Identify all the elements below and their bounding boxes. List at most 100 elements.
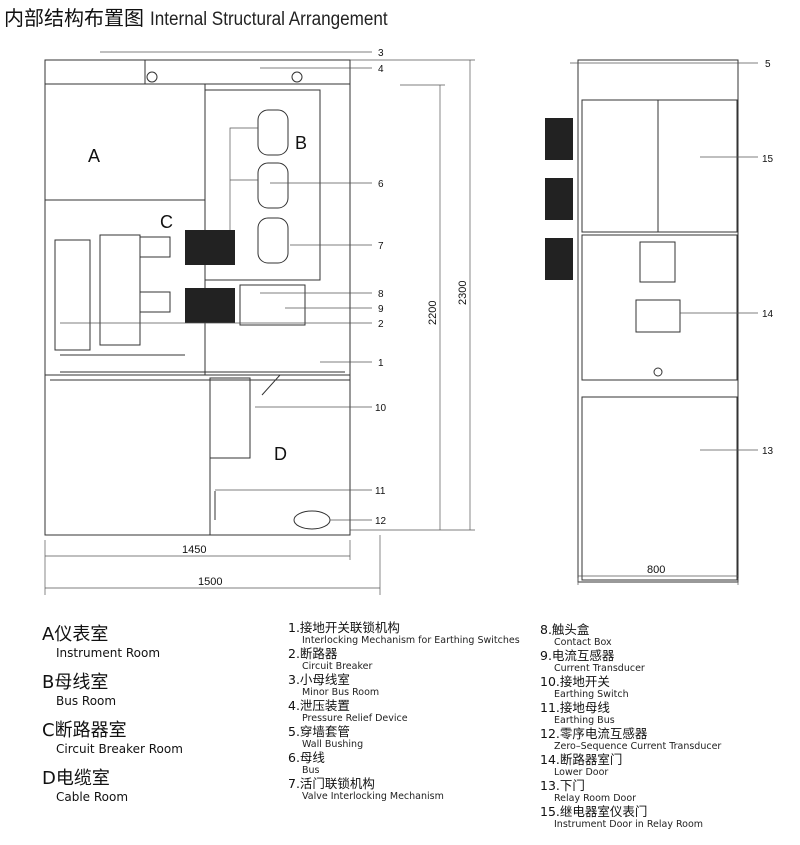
zone-D: D <box>274 444 287 464</box>
title-cn: 内部结构布置图 <box>4 6 144 30</box>
wall-bushings <box>545 118 573 280</box>
item-cn: 15.继电器室仪表门 <box>540 804 648 819</box>
bus-bar <box>257 162 289 209</box>
dim-1450: 1450 <box>182 544 206 556</box>
room-en: Instrument Room <box>56 646 161 660</box>
viewing-window <box>639 241 676 283</box>
item-cn: 9.电流互感器 <box>540 648 615 663</box>
circuit-breaker <box>99 234 141 346</box>
callout-15: 15 <box>762 154 774 165</box>
breaker-arm <box>139 291 171 313</box>
room-en: Bus Room <box>56 694 117 708</box>
callout-4: 4 <box>378 64 384 75</box>
cabinet-outline <box>44 59 351 536</box>
callout-11: 11 <box>375 486 386 497</box>
contact-box-top <box>185 230 235 265</box>
relief-bolt <box>291 71 303 83</box>
item-en: Contact Box <box>554 637 612 648</box>
contact-box-bottom <box>185 288 235 323</box>
item-en: Minor Bus Room <box>302 687 380 698</box>
dim-800: 800 <box>647 564 665 576</box>
breaker-truck <box>54 239 91 351</box>
dim-2300: 2300 <box>457 281 469 305</box>
room-cn: B母线室 <box>42 672 109 693</box>
item-cn: 11.接地母线 <box>540 700 610 715</box>
door-lock <box>653 367 663 377</box>
callout-13: 13 <box>762 446 774 457</box>
callout-12: 12 <box>375 516 387 527</box>
item-en: Wall Bushing <box>302 739 364 750</box>
bus-room-box <box>204 89 321 281</box>
viewing-window <box>635 299 681 333</box>
room-en: Cable Room <box>56 790 129 804</box>
minor-bus-room <box>44 59 146 85</box>
zone-C: C <box>160 212 173 232</box>
item-en: Bus <box>302 765 320 776</box>
item-en: Instrument Door in Relay Room <box>554 819 704 830</box>
room-cn: A仪表室 <box>42 624 109 645</box>
item-en: Pressure Relief Device <box>302 713 408 724</box>
callout-14: 14 <box>762 309 774 320</box>
earthing-switch <box>209 377 251 459</box>
door-14 <box>581 234 738 381</box>
current-transducer <box>239 284 306 326</box>
item-en: Relay Room Door <box>554 793 637 804</box>
item-en: Zero–Sequence Current Transducer <box>554 741 722 752</box>
item-cn: 14.断路器室门 <box>540 752 623 767</box>
item-en: Interlocking Mechanism for Earthing Swit… <box>302 635 520 646</box>
item-en: Valve Interlocking Mechanism <box>302 791 444 802</box>
breaker-arm <box>139 236 171 258</box>
item-cn: 2.断路器 <box>288 646 338 661</box>
zone-A: A <box>88 146 100 166</box>
item-en: Earthing Bus <box>554 715 615 726</box>
item-en: Lower Door <box>554 767 609 778</box>
title-en: Internal Structural Arrangement <box>150 9 388 30</box>
front-outline <box>577 59 739 583</box>
dim-1500: 1500 <box>198 576 222 588</box>
zone-B: B <box>295 133 307 153</box>
item-cn: 3.小母线室 <box>288 672 350 687</box>
relief-bolt <box>146 71 158 83</box>
callout-5: 5 <box>765 59 771 70</box>
item-cn: 5.穿墙套管 <box>288 724 350 739</box>
bus-bar <box>257 109 289 156</box>
callout-8: 8 <box>378 289 384 300</box>
bus-bar <box>257 217 289 264</box>
door-13 <box>581 396 738 581</box>
item-cn: 4.泄压装置 <box>288 698 350 713</box>
item-cn: 6.母线 <box>288 750 325 765</box>
callout-3: 3 <box>378 48 384 59</box>
callout-9: 9 <box>378 304 384 315</box>
callout-1: 1 <box>378 358 384 369</box>
item-en: Earthing Switch <box>554 689 629 700</box>
side-view: A B C D 3 4 6 7 8 9 2 1 10 11 12 1450 <box>44 48 475 595</box>
door-15 <box>581 99 738 233</box>
item-en: Current Transducer <box>554 663 645 674</box>
room-cn: D电缆室 <box>42 768 110 789</box>
callout-2: 2 <box>378 319 384 330</box>
callout-6: 6 <box>378 179 384 190</box>
item-en: Circuit Breaker <box>302 661 373 672</box>
item-cn: 1.接地开关联锁机构 <box>288 620 400 635</box>
item-cn: 10.接地开关 <box>540 674 610 689</box>
item-cn: 8.触头盒 <box>540 622 590 637</box>
callout-7: 7 <box>378 241 384 252</box>
